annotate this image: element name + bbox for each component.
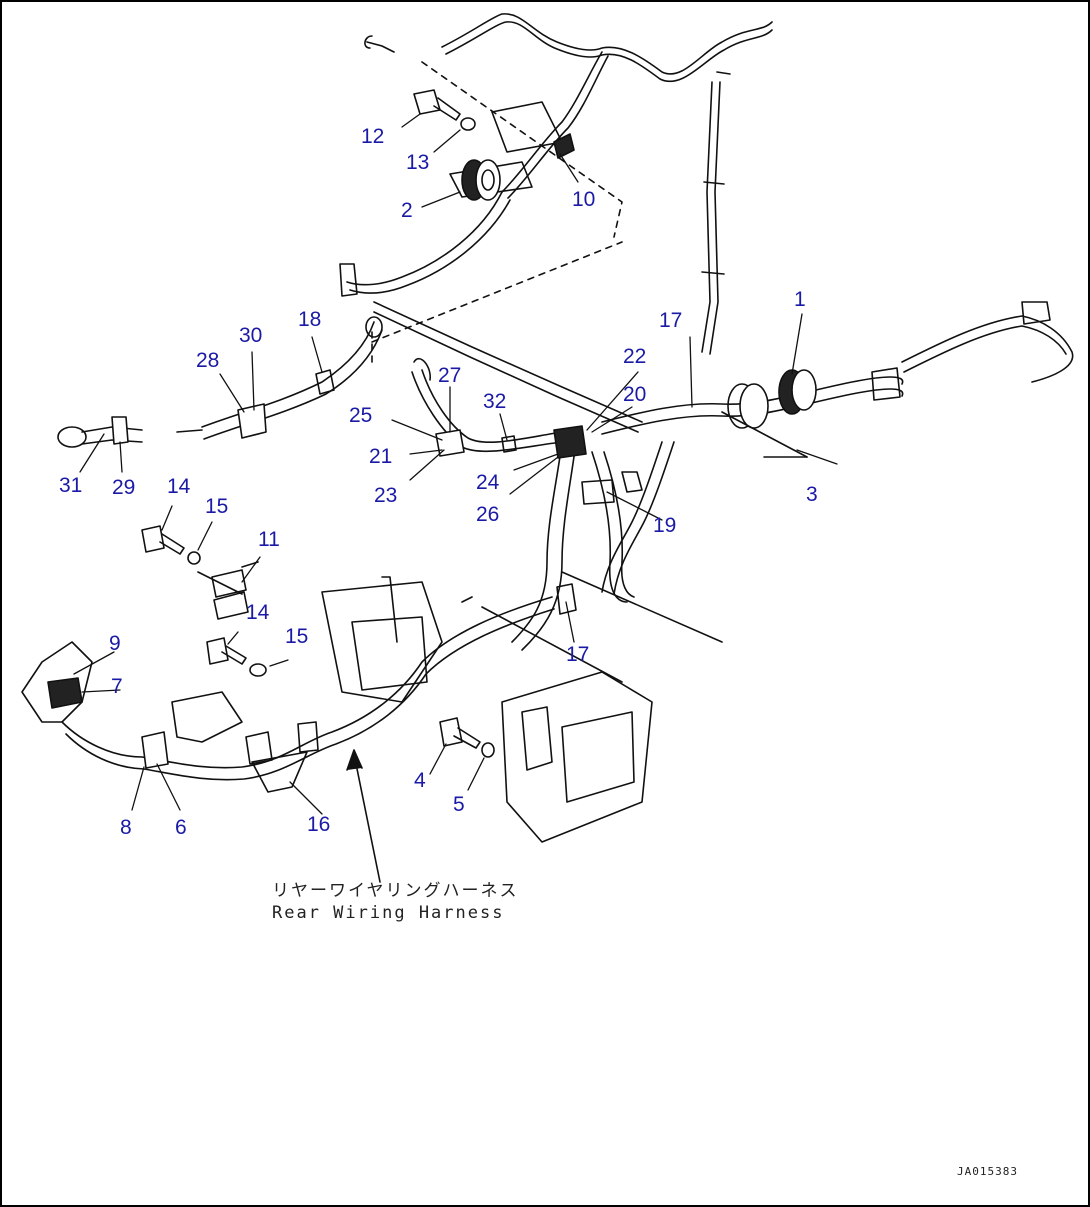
right-harness	[601, 301, 1074, 595]
callout-15-lower: 15	[285, 625, 309, 648]
callout-27: 27	[438, 364, 462, 387]
callout-18: 18	[298, 308, 322, 331]
clamp-group-21-27	[411, 357, 587, 459]
callout-17-lower: 17	[566, 643, 590, 666]
grommet-2	[449, 101, 575, 201]
upper-harness-branch	[339, 13, 773, 355]
callout-23: 23	[374, 484, 398, 507]
callout-24: 24	[476, 471, 500, 494]
callout-12: 12	[361, 125, 385, 148]
lower-harness	[21, 571, 723, 793]
callout-15-upper: 15	[205, 495, 229, 518]
leader-lines	[73, 113, 838, 815]
bolt-14-upper	[141, 525, 259, 620]
bolt-12	[413, 89, 476, 131]
callout-25: 25	[349, 404, 373, 427]
callout-19: 19	[653, 514, 677, 537]
callout-8: 8	[120, 816, 132, 839]
caption-arrow	[346, 749, 381, 883]
callout-14-upper: 14	[167, 475, 191, 498]
callout-11: 11	[258, 528, 280, 551]
callout-31: 31	[59, 474, 83, 497]
bolt-14-lower	[206, 637, 267, 677]
callout-22: 22	[623, 345, 647, 368]
callout-9: 9	[109, 632, 121, 655]
callout-7: 7	[111, 675, 123, 698]
drawing-code: JA015383	[957, 1165, 1018, 1178]
callout-21: 21	[369, 445, 393, 468]
callout-30: 30	[239, 324, 263, 347]
callout-3: 3	[806, 483, 818, 506]
callout-26: 26	[476, 503, 500, 526]
callout-10: 10	[572, 188, 596, 211]
caption-japanese: リヤーワイヤリングハーネス	[272, 881, 519, 901]
callout-5: 5	[453, 793, 465, 816]
callout-14-lower: 14	[246, 601, 270, 624]
callout-32: 32	[483, 390, 507, 413]
callout-2: 2	[401, 199, 413, 222]
callout-1: 1	[794, 288, 806, 311]
callout-28: 28	[196, 349, 220, 372]
bracket-plate	[439, 671, 653, 843]
callout-4: 4	[414, 769, 426, 792]
callout-16: 16	[307, 813, 331, 836]
center-harness	[371, 241, 643, 651]
callout-13: 13	[406, 151, 430, 174]
left-harness	[57, 316, 383, 448]
callout-29: 29	[112, 476, 136, 499]
callout-6: 6	[175, 816, 187, 839]
caption-english: Rear Wiring Harness	[272, 903, 505, 923]
callout-17-upper: 17	[659, 309, 683, 332]
callout-20: 20	[623, 383, 647, 406]
